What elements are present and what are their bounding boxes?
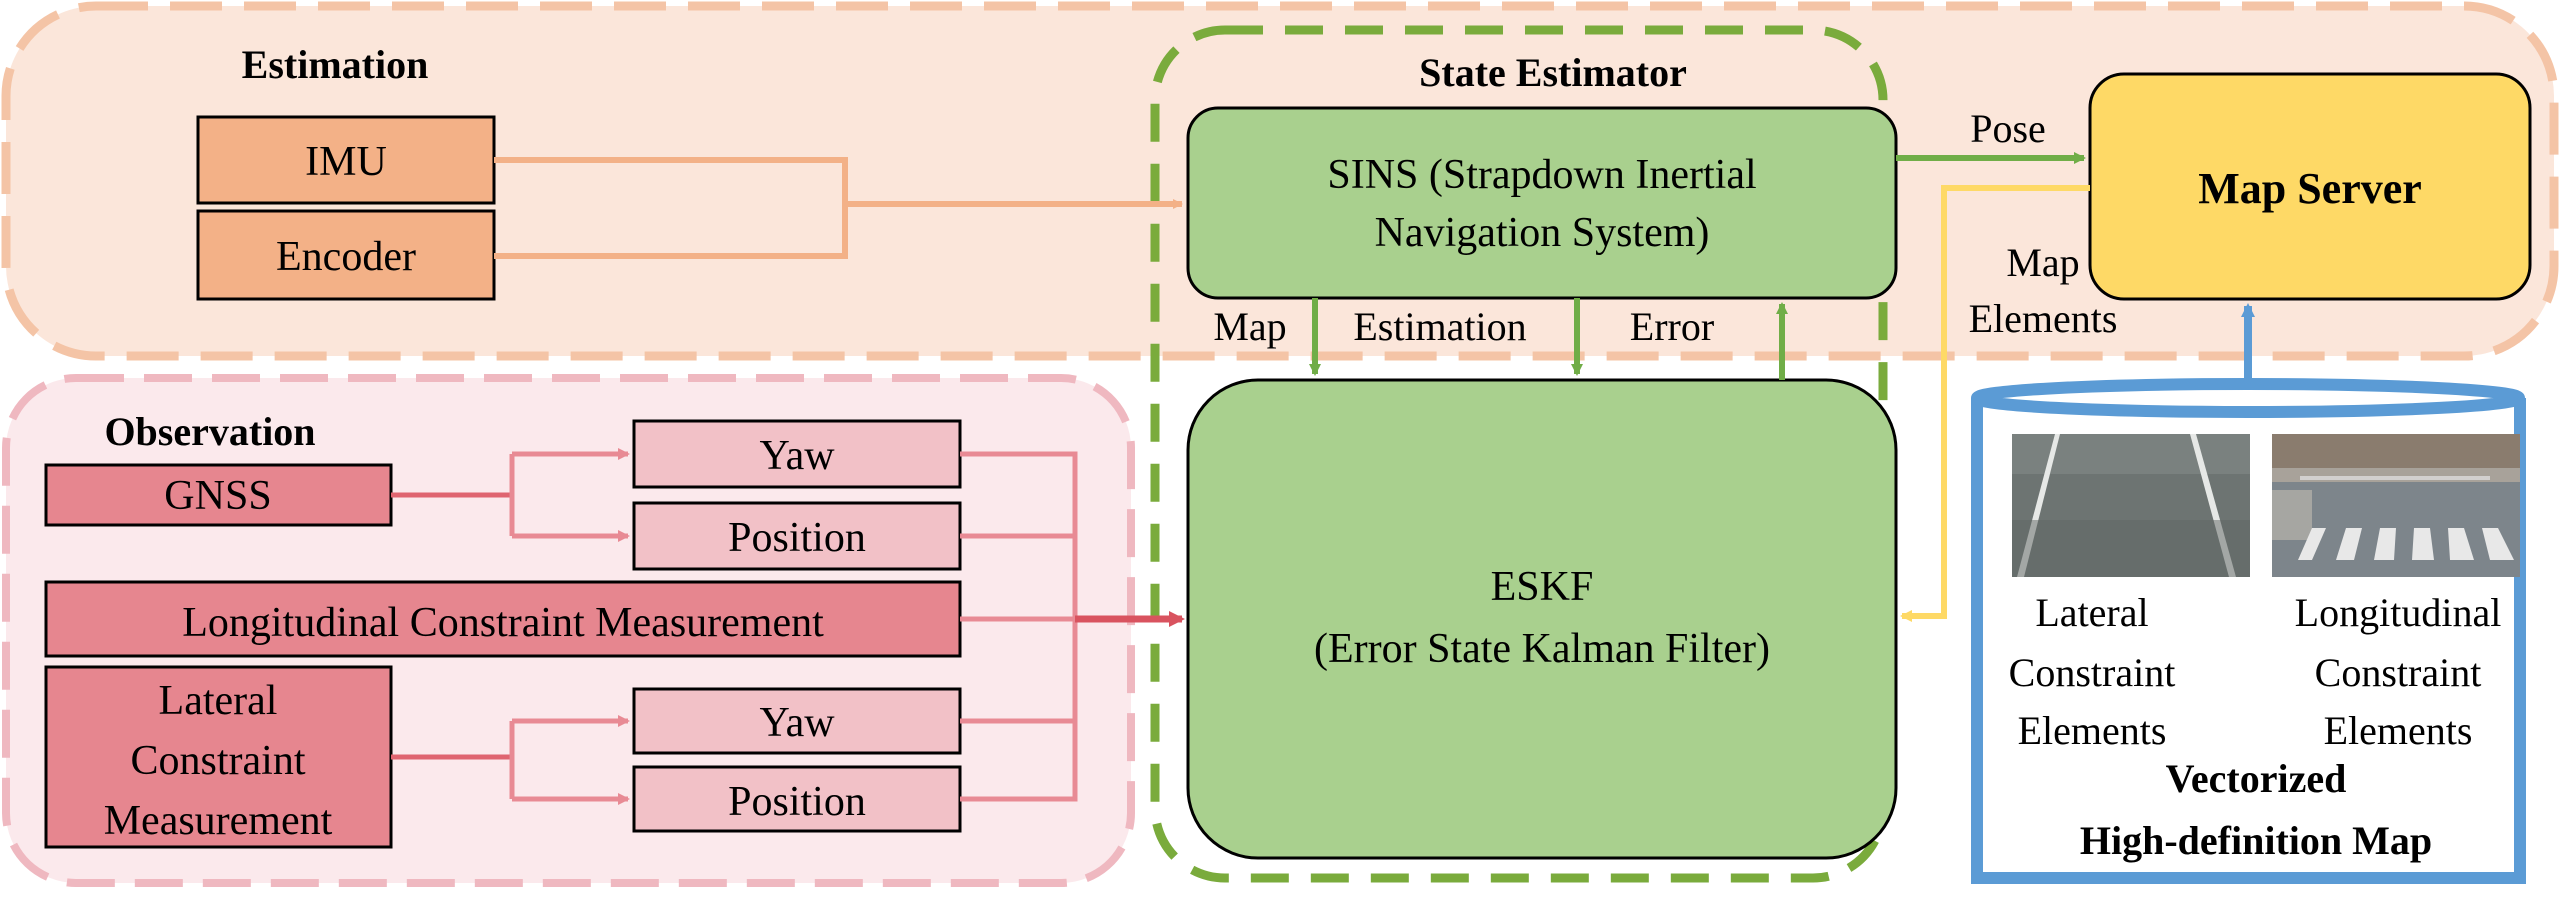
longitudinal-elements-line1: Longitudinal [2295, 590, 2502, 635]
imu-connector [494, 157, 848, 259]
map-elements-label-line1: Map [2006, 240, 2079, 285]
lateral-measurement-box [44, 665, 393, 849]
pose-label: Pose [1970, 106, 2046, 151]
lateral-yaw-label: Yaw [759, 700, 835, 746]
state-estimator-title: State Estimator [1419, 50, 1687, 95]
error-label: Error [1630, 304, 1714, 349]
imu-box [196, 115, 496, 205]
lateral-position-label: Position [728, 779, 866, 825]
map-estimation-label-line2: Estimation [1353, 304, 1526, 349]
longitudinal-elements-line2: Constraint [2315, 650, 2482, 695]
lateral-elements-line3: Elements [2018, 708, 2167, 753]
observation-collector [960, 451, 1078, 802]
lateral-elements-line2: Constraint [2009, 650, 2176, 695]
eskf-label-line2: (Error State Kalman Filter) [1314, 626, 1770, 672]
lateral-elements-line1: Lateral [2035, 590, 2148, 635]
longitudinal-road-image [2272, 434, 2520, 577]
map-server-label: Map Server [2198, 164, 2422, 213]
gnss-label: GNSS [164, 473, 271, 519]
sins-label-line1: SINS (Strapdown Inertial [1327, 152, 1756, 198]
sins-label-line2: Navigation System) [1375, 210, 1710, 256]
imu-label: IMU [305, 139, 387, 185]
eskf-label-line1: ESKF [1491, 564, 1594, 610]
hd-map-cylinder-top [1971, 378, 2525, 418]
hd-map-title-line2: High-definition Map [2080, 818, 2432, 863]
lateral-position-box [632, 765, 962, 833]
gnss-position-label: Position [728, 515, 866, 561]
sins-box [1186, 106, 1898, 300]
lateral-measurement-line3: Measurement [104, 798, 333, 844]
longitudinal-measurement-label: Longitudinal Constraint Measurement [182, 600, 824, 646]
hd-map-title-line1: Vectorized [2166, 756, 2347, 801]
gnss-box [44, 463, 393, 527]
lateral-road-image [2012, 434, 2250, 577]
lateral-measurement-line1: Lateral [159, 678, 278, 724]
longitudinal-elements-line3: Elements [2324, 708, 2473, 753]
encoder-label: Encoder [276, 234, 416, 280]
eskf-box [1186, 378, 1898, 860]
map-elements-label-line2: Elements [1969, 296, 2118, 341]
gnss-yaw-label: Yaw [759, 433, 835, 479]
lateral-yaw-box [632, 687, 962, 755]
gnss-position-box [632, 501, 962, 571]
map-elements-arrow [1900, 185, 2090, 622]
map-estimation-label-line1: Map [1213, 304, 1286, 349]
estimation-region-title: Estimation [242, 42, 429, 87]
lateral-measurement-line2: Constraint [131, 738, 306, 784]
observation-region-title: Observation [104, 409, 315, 454]
